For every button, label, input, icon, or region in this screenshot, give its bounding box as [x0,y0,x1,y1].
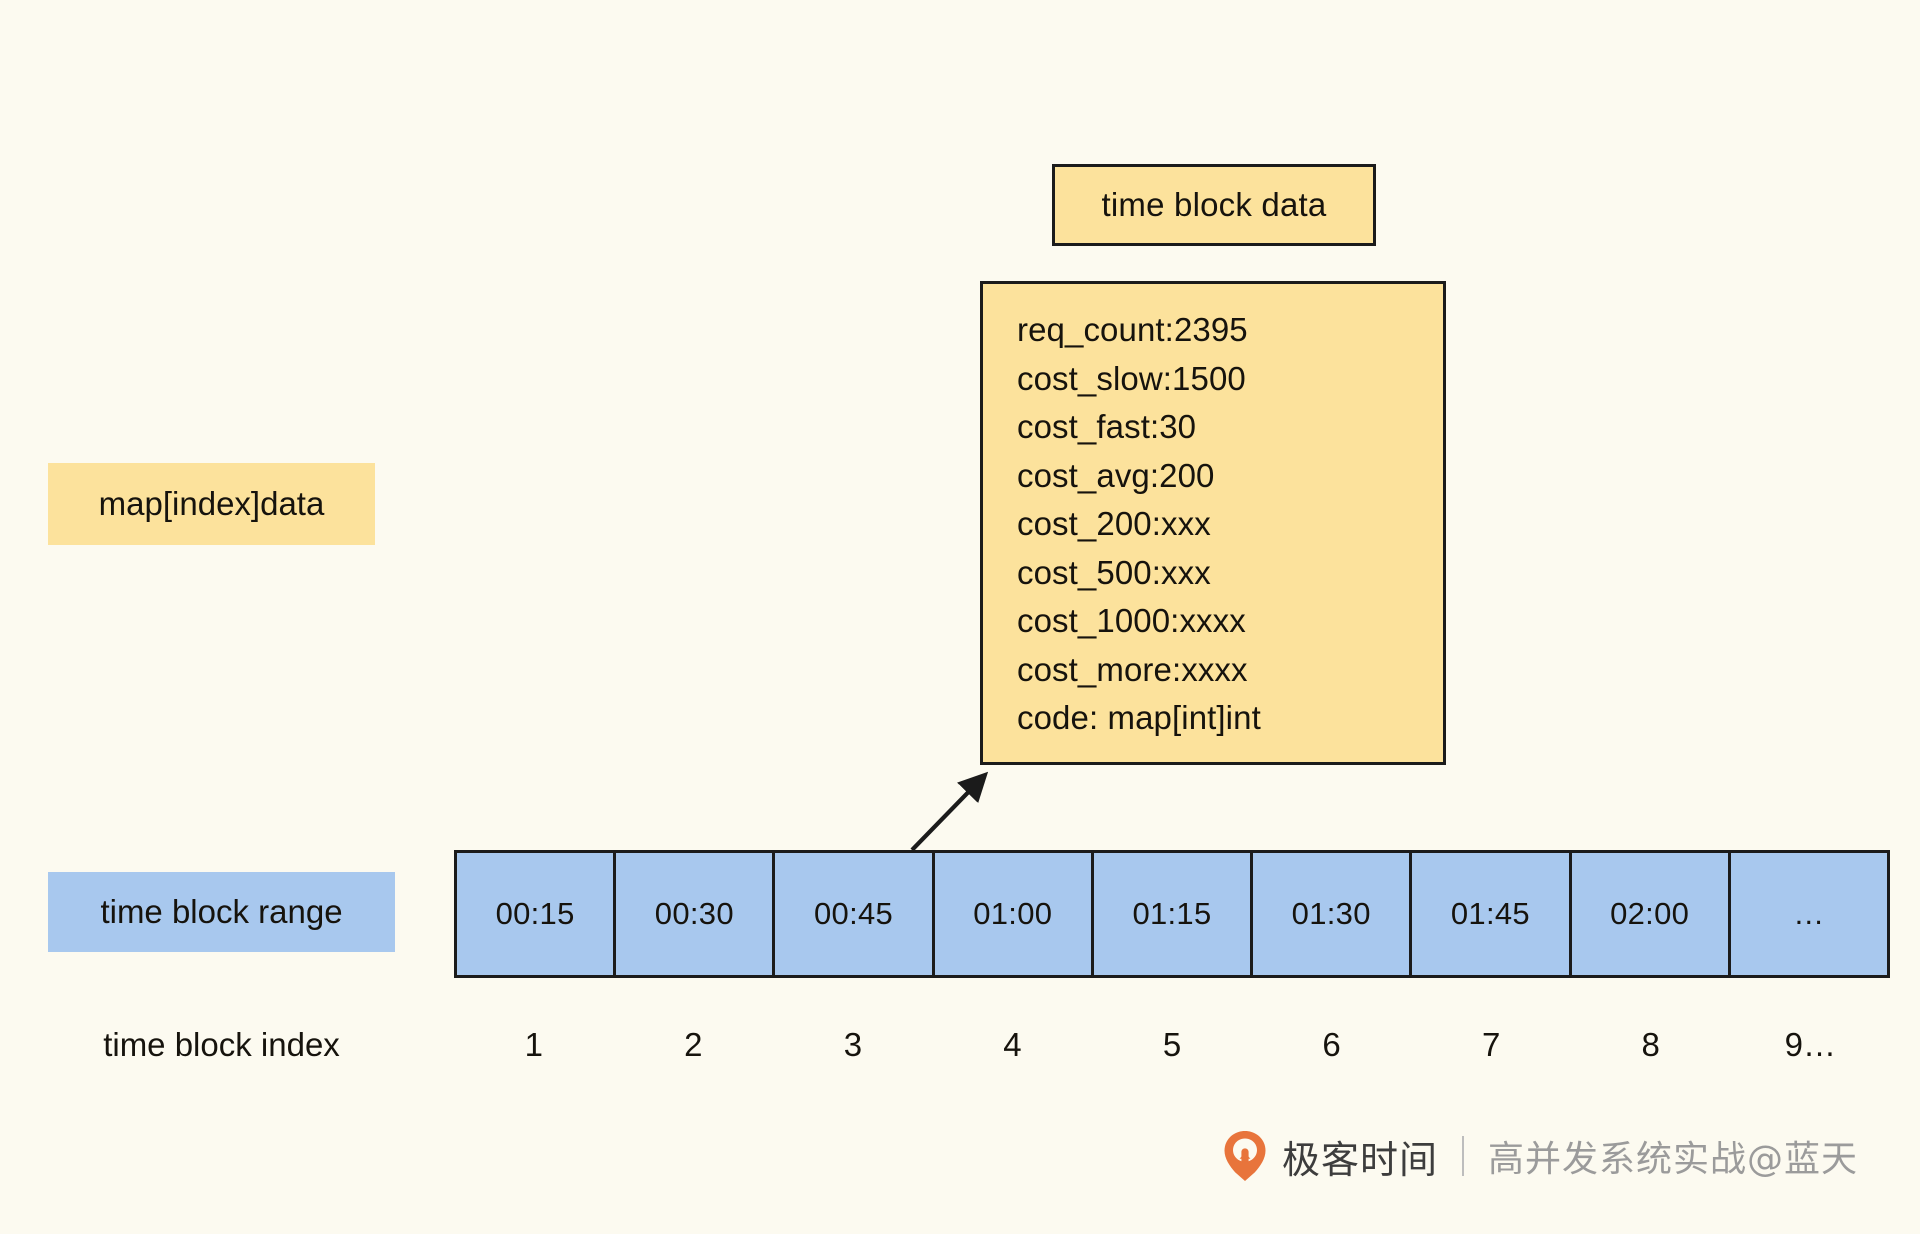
time-block-index-value: 5 [1162,1026,1182,1063]
time-block-cell[interactable]: 00:30 [616,853,776,975]
time-block-index-row: 1 2 3 4 5 6 7 8 9… [454,1012,1890,1078]
time-block-index-value: 8 [1641,1026,1660,1063]
time-block-index-value: 9… [1784,1026,1836,1063]
time-block-index-value: 7 [1481,1026,1501,1063]
time-block-index-value: 1 [524,1026,543,1063]
time-block-cell[interactable]: 00:45 [775,853,935,975]
legend-time-block-index-label: time block index [103,1026,340,1063]
time-block-cell[interactable]: 01:15 [1093,853,1254,975]
legend-time-block-index: time block index [48,1012,395,1078]
time-block-cell[interactable]: 01:00 [934,853,1094,975]
time-block-index-value: 3 [843,1026,863,1063]
time-block-cell[interactable]: … [1730,853,1887,975]
legend-map-index-data: map[index]data [48,463,375,545]
data-line-code: code: map[int]int [1017,699,1261,736]
time-block-data-title-label: time block data [1101,186,1327,223]
legend-map-index-data-label: map[index]data [98,485,325,522]
time-block-cell[interactable]: 01:45 [1412,853,1572,975]
watermark-brand: 极客时间 [1282,1137,1439,1182]
data-line-cost-avg: cost_avg:200 [1017,456,1215,494]
time-block-cell[interactable]: 02:00 [1571,853,1731,975]
data-line-cost-fast: cost_fast:30 [1017,408,1197,445]
time-block-index-value: 6 [1322,1026,1341,1063]
legend-time-block-range-label: time block range [100,893,343,930]
data-line-cost-more: cost_more:xxxx [1017,650,1248,688]
time-block-index-value: 2 [684,1026,703,1063]
data-line-cost-500: cost_500:xxx [1017,553,1211,591]
watermark-separator [1462,1136,1465,1176]
time-block-cell[interactable]: 01:30 [1253,853,1413,975]
data-line-cost-slow: cost_slow:1500 [1017,359,1246,397]
time-block-data-title-box: time block data [1052,164,1376,246]
data-line-req-count: req_count:2395 [1017,311,1248,348]
data-line-cost-200: cost_200:xxx [1017,505,1211,542]
watermark-subtitle: 高并发系统实战@蓝天 [1488,1139,1859,1180]
time-block-index-value: 4 [1003,1026,1022,1063]
time-block-range-row: 00:15 00:30 00:45 01:00 01:15 01:30 01:4… [454,850,1890,978]
legend-time-block-range: time block range [48,872,395,952]
time-block-cell[interactable]: 00:15 [457,853,617,975]
watermark: 极客时间 高并发系统实战@蓝天 [1222,1120,1858,1192]
time-block-data-detail-box: req_count:2395 cost_slow:1500 cost_fast:… [980,281,1446,765]
geekbang-pin-icon [1224,1131,1266,1181]
data-line-cost-1000: cost_1000:xxxx [1017,602,1246,639]
